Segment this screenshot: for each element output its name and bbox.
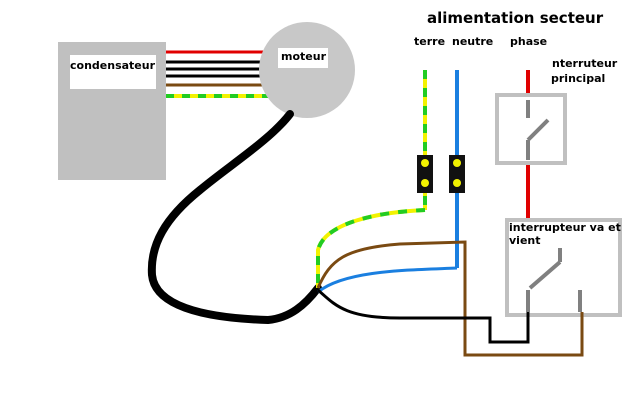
domino-neutre-screw-2 — [453, 179, 461, 187]
domino-neutre-screw-1 — [453, 159, 461, 167]
wire-terre-to-junction-g — [316, 208, 426, 288]
domino-terre — [417, 155, 433, 193]
condensateur-label-bg — [70, 55, 156, 89]
domino-neutre — [449, 155, 465, 193]
interrupteur-principal-box — [495, 93, 567, 165]
label-terre: terre — [414, 35, 446, 48]
title-alimentation-secteur: alimentation secteur — [427, 9, 604, 27]
interrupteur-vv-box — [505, 218, 622, 317]
label-condensateur: condensateur — [70, 59, 156, 72]
domino-terre-screw-1 — [421, 159, 429, 167]
wire-noir-fin — [317, 288, 530, 344]
moteur-circle — [259, 22, 355, 118]
wire-neutre-to-junction — [317, 266, 458, 294]
label-phase: phase — [510, 35, 548, 48]
interrupteur-principal-lever — [526, 118, 550, 142]
label-neutre: neutre — [452, 35, 494, 48]
label-moteur: moteur — [281, 50, 326, 63]
wire-black-thick-cable — [147, 110, 322, 325]
moteur-label-bg — [278, 48, 328, 68]
label-interrupteur-principal-1: nterruteur — [552, 57, 618, 70]
label-interrupteur-principal-2: principal — [551, 72, 606, 85]
interrupteur-vv-lever — [528, 260, 562, 290]
label-interrupteur-va-et-vient: interrupteur va et vient — [509, 221, 621, 247]
wire-marron — [316, 240, 584, 357]
domino-terre-screw-2 — [421, 179, 429, 187]
